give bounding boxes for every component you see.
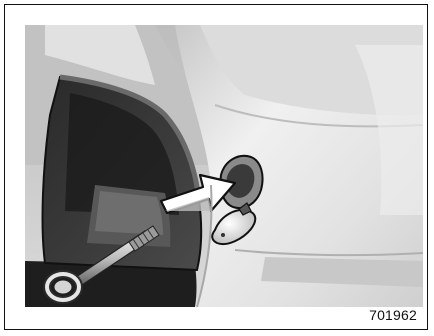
figure-code-label: 701962 — [369, 307, 417, 323]
towing-hook-illustration — [25, 25, 423, 307]
figure-frame: 701962 — [4, 4, 428, 330]
